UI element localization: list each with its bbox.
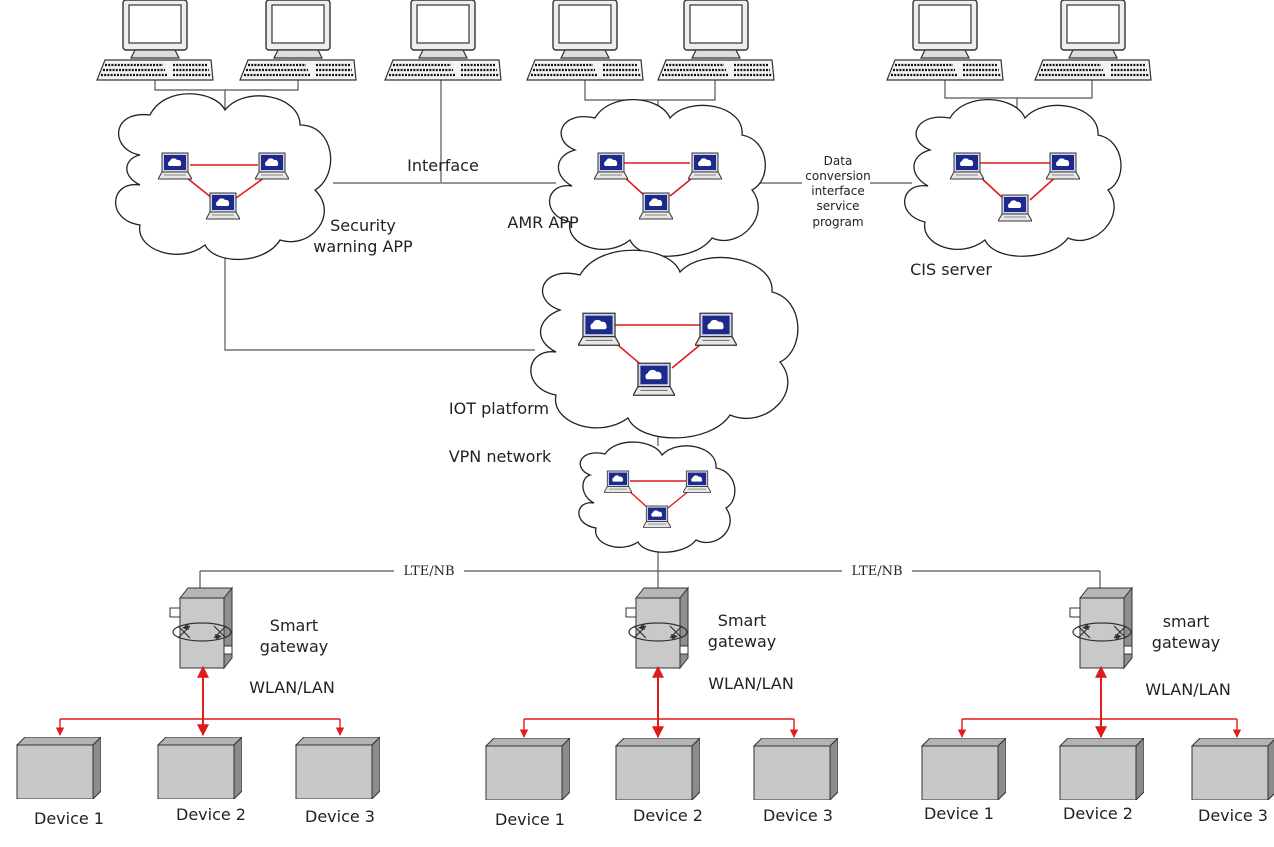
gateway-1-label-line1: Smart (270, 616, 318, 635)
lte-nb-label-left: LTE/NB (403, 564, 454, 579)
g2-device-2-box (615, 738, 700, 800)
smart-gateway-1 (169, 587, 233, 669)
g2-device-1-label: Device 1 (495, 810, 565, 829)
iot-cloud (530, 249, 799, 439)
data-conversion-label-5: program (812, 215, 863, 229)
vpn-network-label: VPN network (449, 447, 552, 466)
iot-laptop-1 (578, 312, 620, 346)
g1-device-2-label: Device 2 (176, 805, 246, 824)
data-conversion-label-2: conversion (805, 169, 871, 183)
workstation-interface (383, 0, 503, 82)
security-laptop-1 (158, 152, 192, 180)
g3-device-1-box (921, 738, 1006, 800)
security-label-line1: Security (330, 216, 396, 235)
workstation-bus-left (154, 78, 299, 91)
vpn-laptop-1 (604, 470, 632, 493)
vpn-laptop-3 (643, 505, 671, 528)
amr-cloud (548, 99, 766, 257)
device-links-group-1 (55, 665, 345, 737)
g1-device-1-box (16, 737, 101, 799)
security-label-line2: warning APP (313, 237, 413, 256)
gateway-3-label-line2: gateway (1152, 633, 1220, 652)
link-security-iot (224, 253, 535, 351)
g2-device-3-label: Device 3 (763, 806, 833, 825)
gateway-2-label-line2: gateway (708, 632, 776, 651)
workstation-amr-2 (656, 0, 776, 82)
connection-lines (154, 78, 1101, 588)
workstation-cis-2 (1033, 0, 1153, 82)
lte-nb-label-right: LTE/NB (851, 564, 902, 579)
security-cloud (115, 93, 332, 261)
workstation-security-2 (238, 0, 358, 82)
cis-laptop-1 (950, 152, 984, 180)
g3-device-1-label: Device 1 (924, 804, 994, 823)
g3-device-3-box (1191, 738, 1274, 800)
workstation-cis-1 (885, 0, 1005, 82)
g2-device-2-label: Device 2 (633, 806, 703, 825)
cis-laptop-2 (1046, 152, 1080, 180)
g2-device-3-box (753, 738, 838, 800)
vpn-laptop-2 (683, 470, 711, 493)
amr-laptop-1 (594, 152, 628, 180)
smart-gateway-2 (625, 587, 689, 669)
cis-cloud (904, 99, 1122, 257)
data-conversion-label-1: Data (824, 154, 853, 168)
security-laptop-2 (255, 152, 289, 180)
workstation-security-1 (95, 0, 215, 82)
g1-device-1-label: Device 1 (34, 809, 104, 828)
iot-laptop-2 (695, 312, 737, 346)
workstation-bus-right (944, 80, 1093, 99)
workstation-bus-middle (584, 78, 716, 101)
data-conversion-label-3: interface (811, 184, 865, 198)
amr-laptop-2 (688, 152, 722, 180)
security-laptop-3 (206, 192, 240, 220)
iot-platform-label: IOT platform (449, 399, 549, 418)
vpn-cloud-links (627, 480, 691, 509)
g3-device-2-label: Device 2 (1063, 804, 1133, 823)
cis-laptop-3 (998, 194, 1032, 222)
iot-laptop-3 (633, 362, 675, 396)
data-conversion-label-4: service (817, 199, 860, 213)
wlan-lan-label-3: WLAN/LAN (1145, 680, 1231, 699)
device-links-group-3 (957, 665, 1242, 739)
gateway-3-label-line1: smart (1163, 612, 1210, 631)
gateway-1-label-line2: gateway (260, 637, 328, 656)
g3-device-3-label: Device 3 (1198, 806, 1268, 825)
g2-device-1-box (485, 738, 570, 800)
cis-server-label: CIS server (910, 260, 992, 279)
interface-label: Interface (407, 156, 479, 175)
g1-device-3-box (295, 737, 380, 799)
smart-gateway-3 (1069, 587, 1133, 669)
security-cloud-links (186, 164, 265, 199)
wlan-lan-label-2: WLAN/LAN (708, 674, 794, 693)
device-links-group-2 (519, 665, 799, 739)
vpn-cloud (578, 441, 736, 553)
amr-laptop-3 (639, 192, 673, 220)
amr-app-label: AMR APP (507, 213, 579, 232)
gateway-2-label-line1: Smart (718, 611, 766, 630)
g1-device-3-label: Device 3 (305, 807, 375, 826)
g1-device-2-box (157, 737, 242, 799)
wlan-lan-label-1: WLAN/LAN (249, 678, 335, 697)
g3-device-2-box (1059, 738, 1144, 800)
workstation-amr-1 (525, 0, 645, 82)
